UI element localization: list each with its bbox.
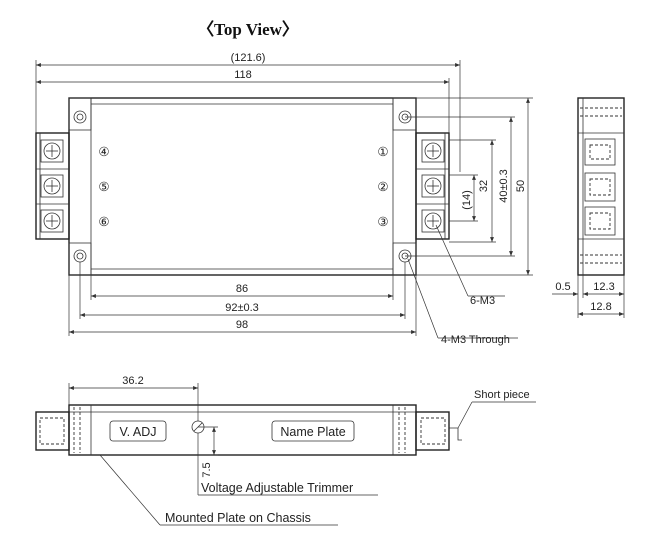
mount-hole-icon: [73, 249, 87, 263]
terminal-number: ①: [377, 145, 388, 159]
screw-terminal-icon: [40, 174, 64, 198]
view-title: 〈Top View〉: [197, 19, 299, 39]
side-view: 0.5 12.3 12.8: [552, 97, 625, 318]
screw-terminal-icon: [40, 139, 64, 163]
callout-trimmer: Voltage Adjustable Trimmer: [201, 481, 353, 495]
terminal-number: ⑤: [98, 180, 109, 194]
dim-inner-length: 86: [236, 283, 248, 295]
mount-hole-icon: [73, 110, 87, 124]
dim-width: 50: [515, 180, 527, 192]
callout-short-piece: Short piece: [474, 389, 530, 401]
screw-terminal-icon: [421, 209, 445, 233]
dim-plate-length: 98: [236, 319, 248, 331]
terminal-number: ⑥: [98, 215, 109, 229]
callout-through-holes: 4-M3 Through: [441, 334, 510, 346]
screw-terminal-icon: [421, 139, 445, 163]
dim-mount-length: 92±0.3: [225, 302, 259, 314]
left-terminal-block: [35, 132, 70, 240]
dim-terminal-pitch: (14): [461, 190, 473, 210]
dim-side-offset: 0.5: [555, 281, 570, 293]
right-terminal-block: [415, 132, 450, 240]
top-view: ④ ⑤ ⑥ ① ② ③ (121.6) 118 50 40±0.3 32 (14…: [35, 52, 533, 346]
side-body: [577, 97, 625, 276]
callout-screw-size: 6-M3: [470, 295, 495, 307]
dim-mount-pitch: 40±0.3: [498, 169, 510, 203]
screw-terminal-icon: [40, 209, 64, 233]
dim-trimmer-position: 36.2: [122, 375, 143, 387]
short-piece-icon: [449, 427, 462, 441]
screw-terminal-icon: [421, 174, 445, 198]
name-plate-label: Name Plate: [280, 425, 345, 439]
dim-terminal-span: 32: [478, 180, 490, 192]
terminal-number: ④: [98, 145, 109, 159]
front-view: Short piece V. ADJ Name Plate 36.2 7.5 V…: [35, 375, 536, 526]
dim-trimmer-height: 7.5: [201, 462, 213, 477]
dim-body-length: 118: [234, 69, 252, 81]
module-body: [68, 97, 417, 276]
terminal-number: ③: [377, 215, 388, 229]
dim-overall-length: (121.6): [231, 52, 266, 64]
callout-mounted-plate: Mounted Plate on Chassis: [165, 511, 311, 525]
vadj-label: V. ADJ: [119, 425, 156, 439]
terminal-number: ②: [377, 180, 388, 194]
dim-side-total: 12.8: [590, 301, 611, 313]
dim-side-body: 12.3: [593, 281, 614, 293]
